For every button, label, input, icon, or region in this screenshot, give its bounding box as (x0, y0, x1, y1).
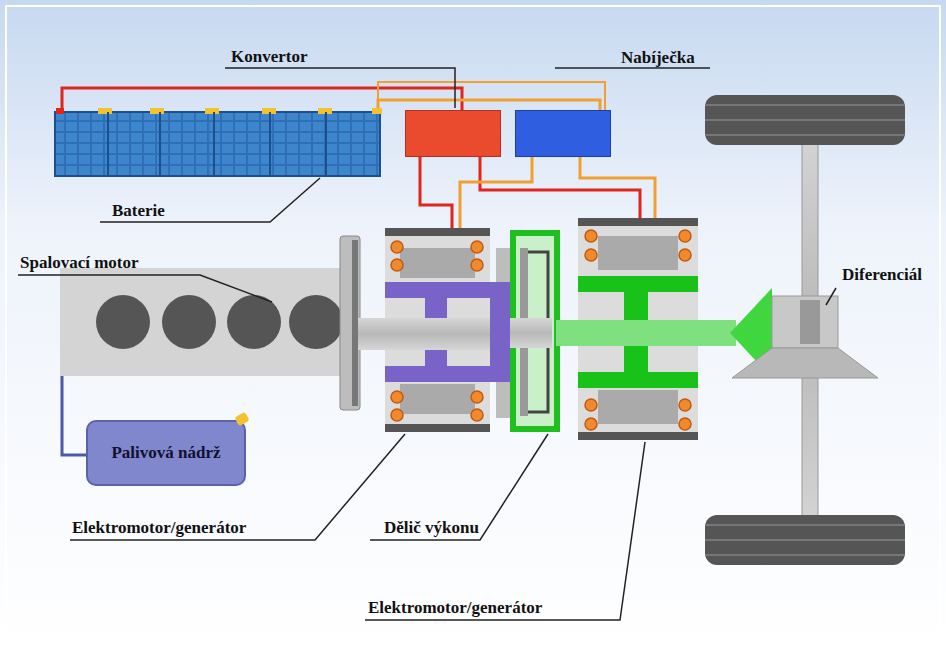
part-label: Elektromotor/generátor (72, 519, 246, 538)
tank-cap (234, 412, 249, 427)
part-label: Dělič výkonu (384, 519, 479, 538)
fuel-tank: Palivová nádrž (86, 420, 246, 486)
motor-generator (385, 228, 490, 432)
axle-and-wheels (705, 95, 905, 565)
part-label: Diferenciál (842, 266, 922, 285)
power-split-device (490, 230, 560, 432)
part-label: Spalovací motor (20, 254, 139, 273)
tank-label: Palivová nádrž (111, 444, 220, 463)
part-label: Elektromotor/generátor (368, 599, 542, 618)
leader-lines (18, 68, 836, 620)
converter-box: Konvertor (405, 110, 501, 157)
charger-box: Nabíječka (515, 110, 611, 157)
battery (55, 108, 382, 176)
part-label: Baterie (112, 202, 165, 221)
box-heading: Konvertor (231, 48, 307, 67)
output-shaft (556, 320, 736, 346)
box-heading: Nabíječka (621, 49, 695, 68)
motor-generator (578, 218, 698, 440)
